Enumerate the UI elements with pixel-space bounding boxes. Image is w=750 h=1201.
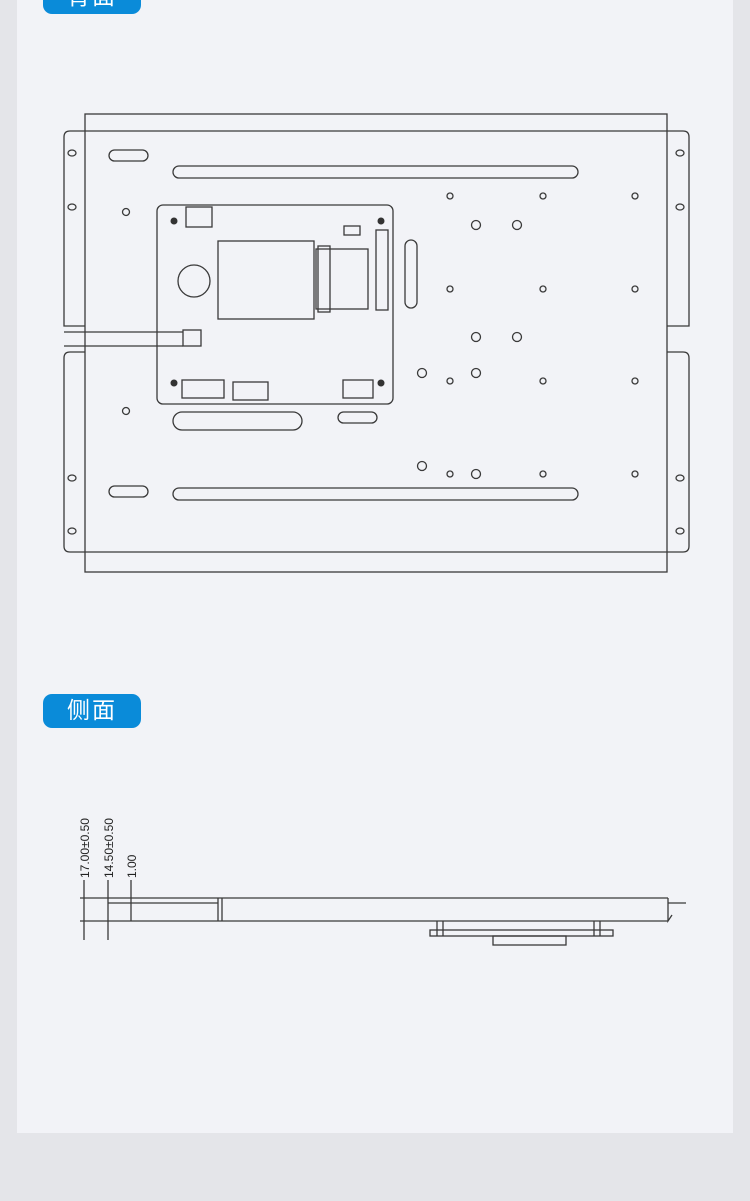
dim-panel-thickness: 1.00	[125, 854, 139, 878]
section-badge-back: 背面	[43, 0, 141, 14]
dim-body-thickness: 14.50±0.50	[102, 818, 116, 878]
dim-total-thickness: 17.00±0.50	[78, 818, 92, 878]
section-badge-side: 侧面	[43, 694, 141, 728]
content-panel	[17, 0, 733, 1133]
